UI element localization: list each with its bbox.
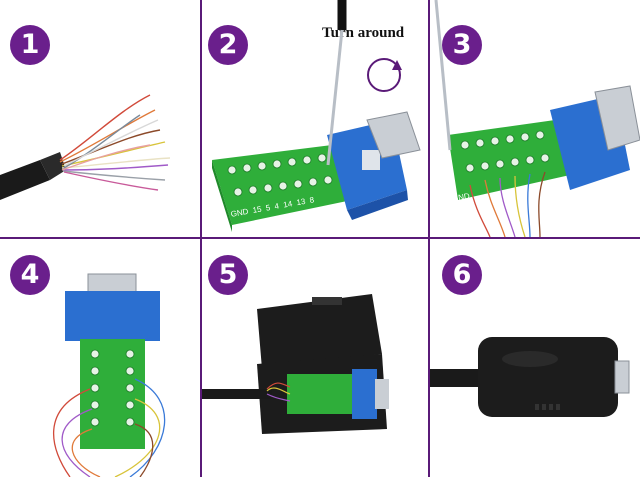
- terminal-label-8: 8: [308, 195, 315, 205]
- db15-terminal-block-vertical-icon: [53, 273, 166, 477]
- db15-terminal-block-icon: [212, 0, 421, 232]
- step-2-panel: 2 Turn around GND: [202, 0, 428, 237]
- cable-strands-icon: [0, 94, 171, 200]
- terminal-label-5: 5: [265, 203, 272, 213]
- terminal-label-14: 14: [282, 199, 293, 210]
- terminal-label-15: 15: [251, 204, 263, 216]
- step-3-panel: 3 GND: [430, 0, 640, 237]
- step-3-badge: 3: [442, 25, 482, 65]
- step-6-badge: 6: [442, 255, 482, 295]
- step-2-badge: 2: [208, 25, 248, 65]
- step-5-panel: 5: [202, 239, 428, 477]
- terminal-label-4: 4: [273, 201, 280, 212]
- finished-connector-icon: [430, 337, 630, 417]
- step-5-badge: 5: [208, 255, 248, 295]
- step-1-panel: 1: [0, 0, 200, 237]
- step-6-panel: 6: [430, 239, 640, 477]
- step-4-badge: 4: [10, 255, 50, 295]
- terminal-label-13: 13: [295, 196, 307, 208]
- db15-terminal-block-wired-icon: [434, 0, 640, 237]
- rotate-arrow-icon: [367, 58, 401, 92]
- plastic-shell-icon: [202, 294, 389, 434]
- divider-horizontal: [0, 237, 640, 239]
- step-1-badge: 1: [10, 25, 50, 65]
- step-4-panel: 4: [0, 239, 200, 477]
